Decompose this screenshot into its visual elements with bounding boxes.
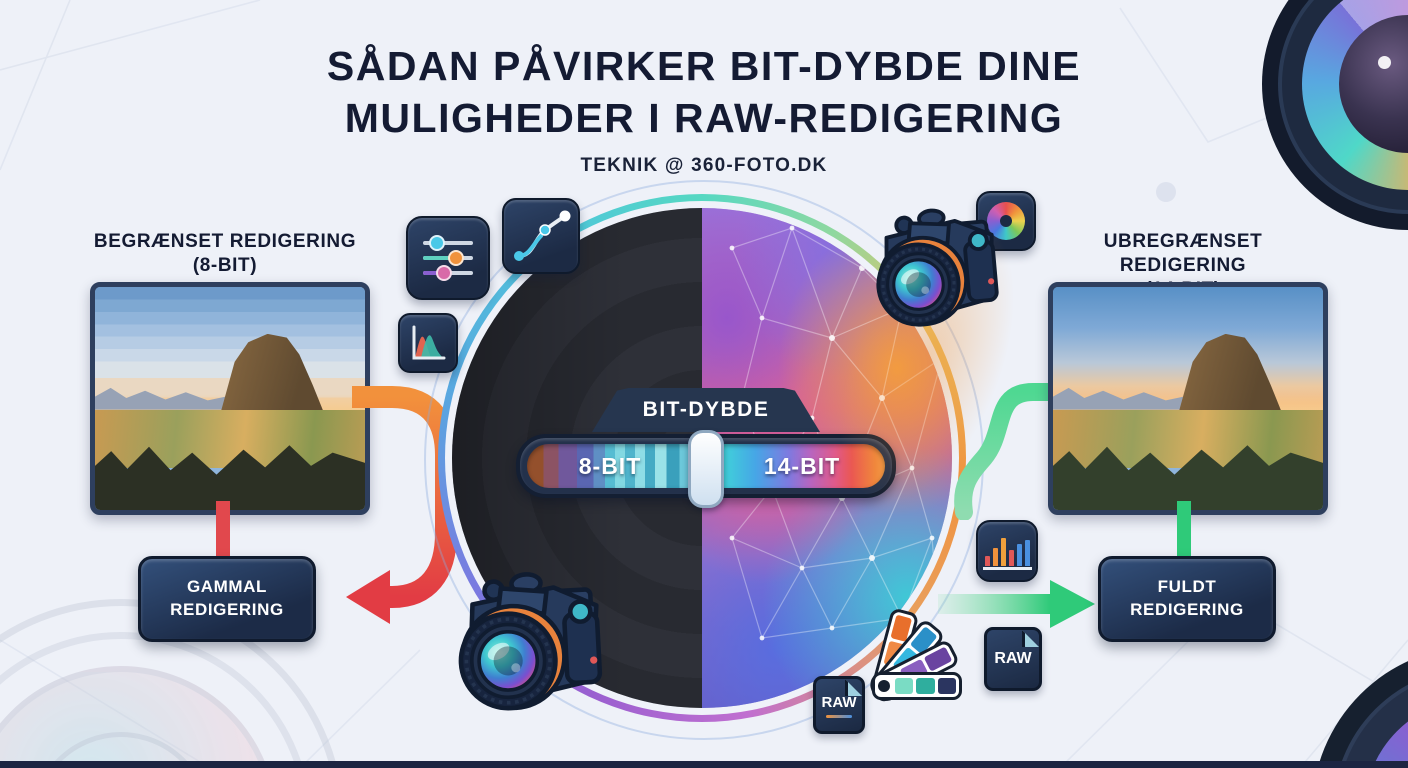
raw-small-label: RAW [821,694,857,711]
bit-depth-tab-label: BIT-DYBDE [642,398,770,421]
sliders-icon [406,216,490,300]
slider-8bit-segment: 8-BIT [527,444,693,488]
swatch-strip-base [872,672,962,700]
camera-lens-icon-bottom-right [1312,646,1408,768]
result-full-line1: FULDT [1157,577,1217,597]
raw-file-icon-large: RAW [984,627,1042,691]
camera-illustration-bottom [458,572,603,711]
result-box-full-editing: FULDT REDIGERING [1098,556,1276,642]
curves-icon [502,198,580,274]
bit-depth-tab: BIT-DYBDE [592,388,820,432]
raw-file-icon-small: RAW [813,676,865,734]
result-old-line1: GAMMAL [186,577,268,597]
label-limited-editing: BEGRÆNSET REDIGERING (8-BIT) [85,230,365,278]
label-unlimited-line1: UBREGRÆNSET REDIGERING [1103,231,1263,276]
result-old-line2: REDIGERING [170,600,284,619]
green-arrow [938,580,1095,628]
camera-illustration-top [876,208,999,327]
bit-depth-slider: 8-BIT 14-BIT [516,430,896,508]
camera-lens-icon-top-right [1262,0,1408,230]
result-full-line2: REDIGERING [1130,600,1244,619]
decorative-dot [1156,182,1176,202]
label-limited-line1: BEGRÆNSET REDIGERING [93,231,357,252]
slider-14bit-segment: 14-BIT [719,444,885,488]
raw-large-label: RAW [994,650,1032,667]
red-connector-line [216,501,230,563]
green-connector-line [1177,501,1191,563]
page-title-line2: MULIGHEDER I RAW-REDIGERING [344,95,1064,142]
camera-lens-icon-ghost [0,599,344,768]
folded-corner [845,679,862,696]
raw-underline [826,715,852,718]
histogram-icon [398,313,458,373]
slider-14bit-label: 14-BIT [763,452,841,479]
bottom-border-strip [0,761,1408,768]
header: SÅDAN PÅVIRKER BIT-DYBDE DINE MULIGHEDER… [0,40,1408,177]
photo-8bit-banded [90,282,370,515]
slider-8bit-label: 8-BIT [578,452,642,479]
bar-chart-icon [976,520,1038,582]
photo-14bit-smooth [1048,282,1328,515]
swatch-fan-icon [866,606,976,712]
green-curve-connector [954,383,1059,520]
slider-handle[interactable] [688,430,724,508]
label-limited-line2: (8-BIT) [192,254,258,276]
page-subtitle: TEKNIK @ 360-FOTO.DK [580,154,828,176]
page-title-line1: SÅDAN PÅVIRKER BIT-DYBDE DINE [326,43,1082,89]
folded-corner [1022,630,1039,647]
result-box-old-editing: GAMMAL REDIGERING [138,556,316,642]
